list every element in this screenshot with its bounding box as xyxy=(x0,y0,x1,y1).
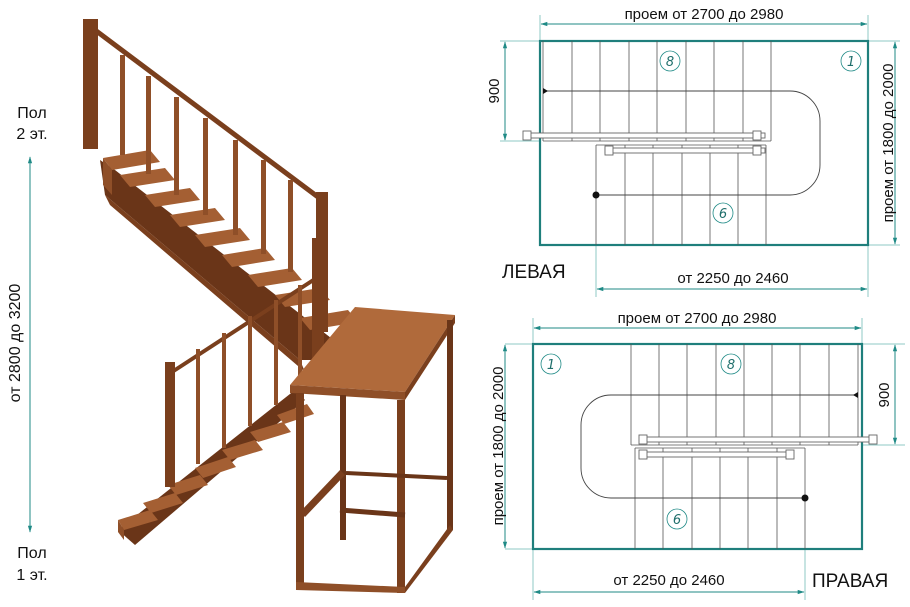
svg-text:1: 1 xyxy=(847,55,855,70)
lower-newel-post xyxy=(165,362,175,487)
left-upper-railing xyxy=(524,132,766,139)
landing-newel-post-lower xyxy=(312,238,324,378)
plan-right: проем от 2700 до 2980 проем от 1800 до 2… xyxy=(490,310,905,600)
right-opening-length-label: проем от 2700 до 2980 xyxy=(618,310,777,327)
height-range-label: от 2800 до 3200 xyxy=(7,284,24,403)
right-marker-6: 6 xyxy=(666,508,688,530)
lower-balusters xyxy=(196,285,302,464)
stair-3d-render xyxy=(83,19,455,593)
landing-platform xyxy=(290,307,455,593)
floor-1-label-line2: 1 эт. xyxy=(16,567,47,584)
left-opening-length-label: проем от 2700 до 2980 xyxy=(625,6,784,23)
lower-flight-treads xyxy=(118,404,314,540)
svg-text:6: 6 xyxy=(719,207,727,222)
plan-left: проем от 2700 до 2980 900 проем от 1800 … xyxy=(486,6,900,297)
left-marker-8: 8 xyxy=(659,50,681,72)
right-walk-start-dot xyxy=(801,494,809,502)
floor-2-label-line1: Пол xyxy=(17,105,46,122)
left-marker-6: 6 xyxy=(712,202,734,224)
left-opening-width-label: проем от 1800 до 2000 xyxy=(880,64,897,223)
floor-2-label-line2: 2 эт. xyxy=(16,126,47,143)
left-walk-line xyxy=(543,90,821,196)
upper-handrail xyxy=(93,27,324,203)
right-opening-frame xyxy=(531,342,864,551)
svg-text:8: 8 xyxy=(666,55,674,70)
right-flight-width-label: 900 xyxy=(876,382,893,407)
upper-balusters xyxy=(120,55,293,272)
right-plan-title: ПРАВАЯ xyxy=(812,571,888,592)
svg-text:8: 8 xyxy=(727,358,735,373)
right-lower-flight xyxy=(634,447,806,549)
right-upper-flight xyxy=(630,344,859,446)
svg-text:1: 1 xyxy=(547,358,555,373)
right-walk-line xyxy=(580,394,858,499)
right-lower-railing xyxy=(639,451,791,458)
left-flight-width-label: 900 xyxy=(486,78,503,103)
left-plan-title: ЛЕВАЯ xyxy=(502,262,566,283)
right-opening-width-label: проем от 1800 до 2000 xyxy=(490,367,507,526)
svg-text:6: 6 xyxy=(673,513,681,528)
left-walk-start-dot xyxy=(592,191,600,199)
floor-1-label-line1: Пол xyxy=(17,545,46,562)
right-marker-1: 1 xyxy=(540,353,562,375)
height-dimension: Пол 2 эт. от 2800 до 3200 Пол 1 эт. xyxy=(7,105,48,584)
left-base-length-label: от 2250 до 2460 xyxy=(677,270,788,287)
left-opening-frame xyxy=(538,39,870,247)
right-marker-8: 8 xyxy=(720,353,742,375)
right-upper-railing xyxy=(639,436,878,443)
upper-newel-post xyxy=(83,19,98,149)
left-lower-railing xyxy=(604,147,766,154)
left-marker-1: 1 xyxy=(840,50,862,72)
right-base-length-label: от 2250 до 2460 xyxy=(613,572,724,589)
